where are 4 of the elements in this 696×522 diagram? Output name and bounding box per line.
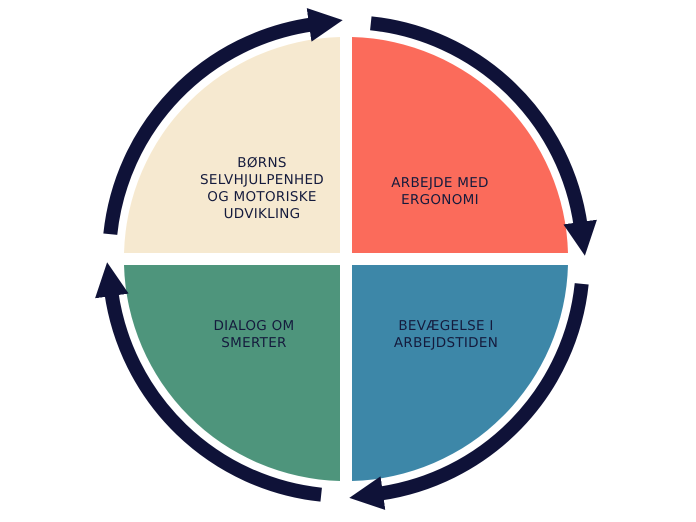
segment-label: BEVÆGELSE I ARBEJDSTIDEN [392, 318, 500, 352]
segment-label: BØRNS SELVHJULPENHED OG MOTORISKE UDVIKLING [199, 155, 325, 223]
segment-label: DIALOG OM SMERTER [212, 318, 296, 352]
segment-label: ARBEJDE MED ERGONOMI [390, 175, 490, 209]
